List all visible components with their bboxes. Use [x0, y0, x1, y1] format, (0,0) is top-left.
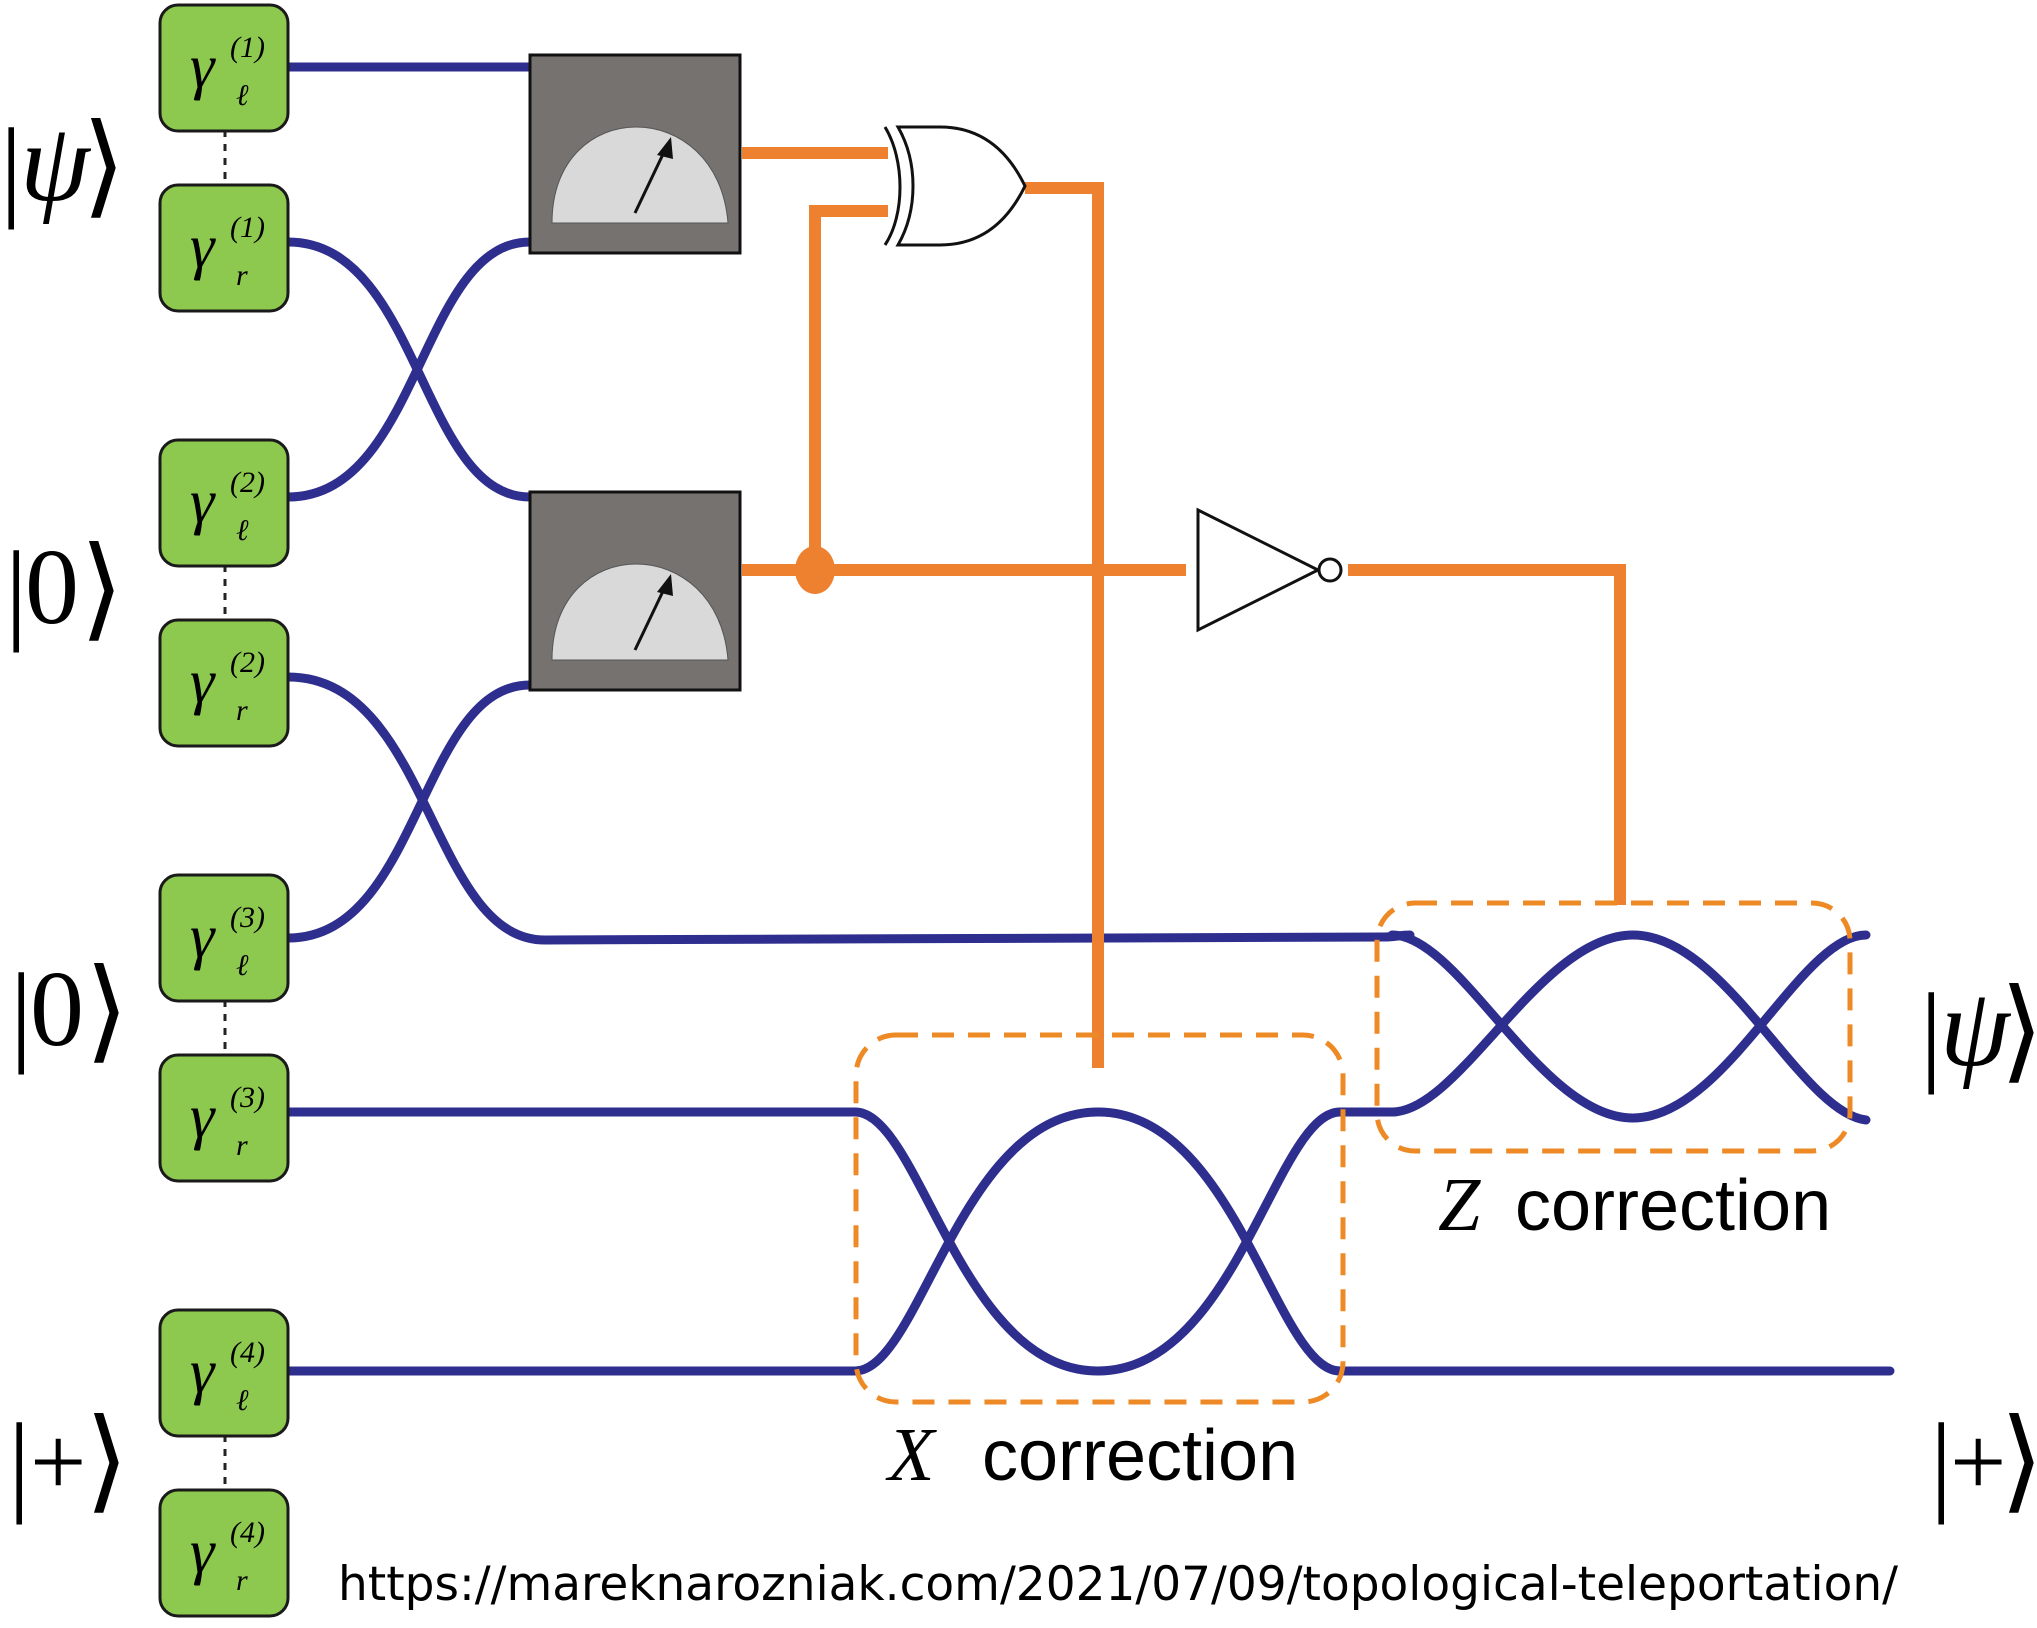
svg-text:|: |: [1930, 1401, 1952, 1525]
svg-text:+: +: [1950, 1406, 2006, 1517]
x-correction-braid-a: [850, 1107, 1397, 1376]
z-correction-label: Z correction: [1438, 1163, 1831, 1247]
svg-text:⟩: ⟩: [2000, 1399, 2037, 1523]
svg-text:|: |: [5, 529, 27, 653]
node-subscript: ℓ: [236, 79, 249, 112]
meter-needle-arrow: [657, 574, 673, 596]
node-symbol: γ: [190, 33, 216, 101]
node-superscript: (2): [230, 466, 265, 499]
node-g3l: γ (3) ℓ: [158, 873, 290, 1003]
node-g4l: γ (4) ℓ: [158, 1308, 290, 1438]
svg-text:+: +: [30, 1406, 86, 1517]
source-url: https://mareknarozniak.com/2021/07/09/to…: [338, 1557, 1898, 1612]
node-superscript: (3): [230, 1081, 265, 1114]
node-symbol: γ: [190, 213, 216, 281]
majorana-nodes: γ(1)ℓγ(1)rγ(2)ℓγ(2)rγ(3)ℓγ(3)rγ(4)ℓγ(4)r: [158, 3, 290, 1618]
node-g1l: γ (1) ℓ: [158, 3, 290, 133]
node-symbol: γ: [190, 1518, 216, 1586]
node-symbol: γ: [190, 1083, 216, 1151]
node-symbol: γ: [190, 1338, 216, 1406]
node-subscript: ℓ: [236, 514, 249, 547]
not-gate: [1196, 507, 1343, 633]
node-g2r: γ (2) r: [158, 618, 290, 748]
meter-needle-arrow: [657, 137, 673, 159]
node-superscript: (2): [230, 646, 265, 679]
z-correction-box: [1374, 900, 1853, 1154]
ket-input-1: | ψ ⟩: [0, 101, 126, 230]
output-kets: | ψ ⟩ | + ⟩: [1920, 966, 2037, 1525]
branch-to-xor: [809, 205, 888, 570]
ket-input-3: | 0 ⟩: [10, 949, 129, 1075]
svg-text:|: |: [0, 106, 22, 230]
meter-2: [528, 490, 742, 692]
x-correction-braid-b: [850, 1107, 1895, 1376]
node-subscript: r: [236, 1129, 248, 1162]
node-symbol: γ: [190, 468, 216, 536]
svg-text:⟩: ⟩: [80, 527, 124, 651]
svg-text:0: 0: [25, 528, 79, 647]
node-superscript: (1): [230, 31, 265, 64]
svg-text:⟩: ⟩: [82, 104, 126, 228]
svg-text:ψ: ψ: [1940, 966, 2012, 1090]
node-subscript: r: [236, 259, 248, 292]
x-correction-label: X correction: [885, 1413, 1298, 1497]
svg-text:correction: correction: [1515, 1166, 1831, 1246]
svg-text:⟩: ⟩: [2000, 969, 2037, 1093]
node-superscript: (1): [230, 211, 265, 244]
z-correction-braid-b: [1387, 930, 1871, 1125]
wire-g3l-braid: [283, 680, 535, 943]
node-g3r: γ (3) r: [158, 1053, 290, 1183]
z-correction-braid-a: [1387, 930, 1871, 1123]
svg-text:|: |: [10, 951, 32, 1075]
svg-text:X: X: [885, 1413, 937, 1497]
xor-to-xcorr: [1025, 182, 1104, 1068]
svg-text:Z: Z: [1438, 1163, 1481, 1247]
node-g2l: γ (2) ℓ: [158, 438, 290, 568]
node-subscript: r: [236, 1564, 248, 1597]
x-correction-box: [853, 1032, 1346, 1405]
ket-input-2: | 0 ⟩: [5, 527, 124, 653]
node-superscript: (4): [230, 1336, 265, 1369]
svg-text:correction: correction: [982, 1416, 1298, 1496]
node-g1r: γ (1) r: [158, 183, 290, 313]
quantum-wires: [283, 62, 1895, 1376]
node-superscript: (4): [230, 1516, 265, 1549]
node-g4r: γ (4) r: [158, 1488, 290, 1618]
classical-wires: [742, 147, 1626, 1068]
meter-1: [528, 53, 742, 255]
svg-text:0: 0: [30, 950, 84, 1069]
svg-text:ψ: ψ: [20, 101, 92, 225]
node-symbol: γ: [190, 903, 216, 971]
node-subscript: r: [236, 694, 248, 727]
node-subscript: ℓ: [236, 949, 249, 982]
node-superscript: (3): [230, 901, 265, 934]
junction-dot: [795, 546, 835, 594]
wire-g2r-braid-output: [283, 672, 1415, 945]
ket-output-1: | ψ ⟩: [1920, 966, 2037, 1095]
node-subscript: ℓ: [236, 1384, 249, 1417]
ket-output-2: | + ⟩: [1930, 1399, 2037, 1525]
input-kets: | ψ ⟩ | 0 ⟩ | 0 ⟩ | + ⟩: [0, 101, 129, 1525]
ket-input-4: | + ⟩: [8, 1399, 129, 1525]
not-to-zcorr: [1348, 564, 1626, 905]
svg-text:⟩: ⟩: [85, 949, 129, 1073]
svg-text:|: |: [8, 1401, 30, 1525]
svg-text:|: |: [1920, 971, 1942, 1095]
xor-gate: [883, 125, 1027, 247]
node-symbol: γ: [190, 648, 216, 716]
svg-text:⟩: ⟩: [85, 1399, 129, 1523]
wire-g1r-braid: [283, 237, 535, 502]
wire-g2l-braid: [283, 237, 535, 502]
